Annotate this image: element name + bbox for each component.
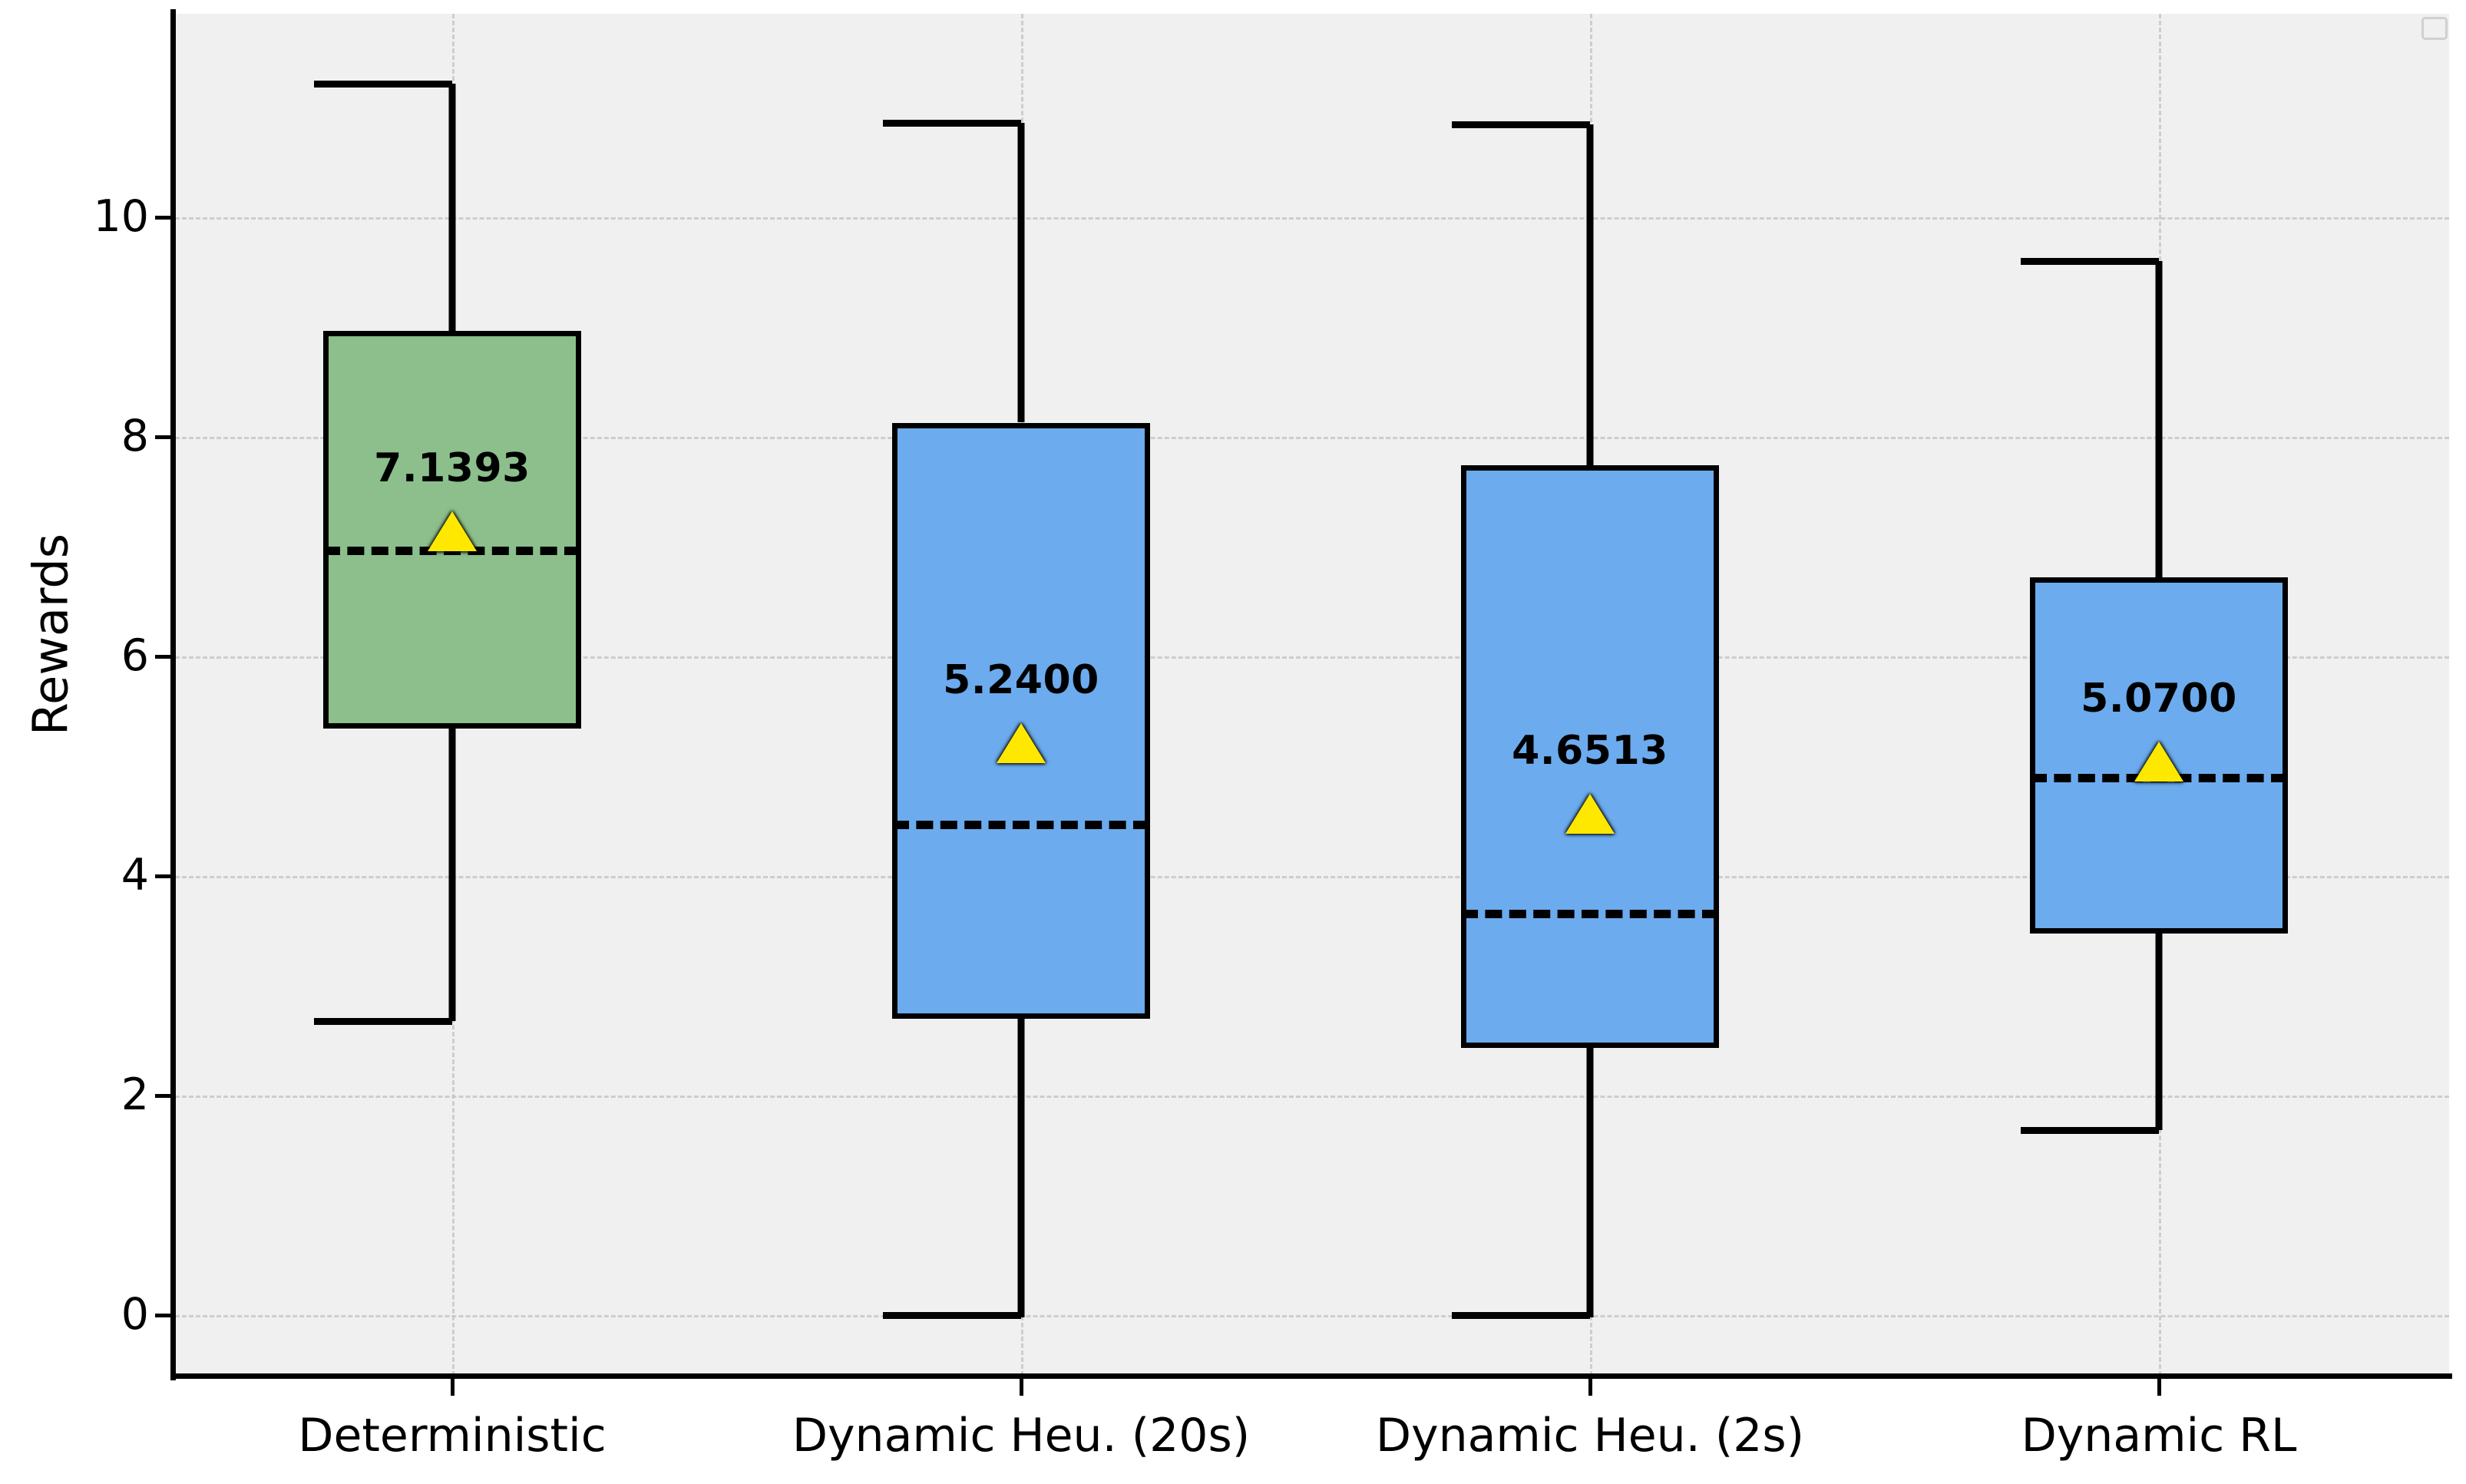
mean-label-2: 5.2400 bbox=[943, 657, 1099, 703]
whisker-lower-2 bbox=[1017, 1015, 1025, 1317]
ytick-label-6: 6 bbox=[121, 630, 149, 681]
gridline-y-0 bbox=[175, 1315, 2449, 1317]
box-dynamic-heu-2s bbox=[1461, 465, 1719, 1048]
whisker-lower-4 bbox=[2155, 929, 2163, 1130]
mean-label-3: 4.6513 bbox=[1512, 728, 1668, 774]
whisker-cap-upper-4 bbox=[2021, 258, 2159, 265]
whisker-cap-lower-1 bbox=[314, 1018, 452, 1025]
mean-marker-3 bbox=[1565, 794, 1615, 834]
ytick-mark-6 bbox=[155, 655, 172, 659]
gridline-y-2 bbox=[175, 1096, 2449, 1098]
resize-handle-icon[interactable] bbox=[2421, 17, 2448, 40]
median-line-2 bbox=[892, 821, 1150, 829]
ytick-mark-4 bbox=[155, 874, 172, 878]
whisker-cap-upper-2 bbox=[883, 120, 1021, 127]
xtick-label-dynamic-rl: Dynamic RL bbox=[2021, 1409, 2297, 1463]
xtick-label-deterministic: Deterministic bbox=[298, 1409, 607, 1463]
whisker-cap-lower-2 bbox=[883, 1312, 1021, 1319]
whisker-upper-1 bbox=[448, 84, 456, 332]
ytick-label-4: 4 bbox=[121, 850, 149, 901]
y-axis-spine bbox=[170, 9, 176, 1380]
ytick-label-10: 10 bbox=[93, 191, 149, 242]
xtick-mark-3 bbox=[1588, 1379, 1592, 1396]
xtick-label-dynamic-heu-2s: Dynamic Heu. (2s) bbox=[1375, 1409, 1805, 1463]
whisker-upper-3 bbox=[1586, 124, 1594, 468]
gridline-y-10 bbox=[175, 217, 2449, 220]
whisker-lower-3 bbox=[1586, 1044, 1594, 1317]
ytick-mark-0 bbox=[155, 1314, 172, 1317]
ytick-mark-2 bbox=[155, 1094, 172, 1098]
mean-marker-4 bbox=[2134, 742, 2183, 782]
whisker-cap-lower-4 bbox=[2021, 1127, 2159, 1134]
gridline-y-8 bbox=[175, 437, 2449, 439]
mean-label-4: 5.0700 bbox=[2081, 676, 2237, 722]
ytick-label-2: 2 bbox=[121, 1069, 149, 1120]
mean-marker-1 bbox=[428, 511, 477, 551]
ytick-label-8: 8 bbox=[121, 411, 149, 461]
xtick-mark-4 bbox=[2157, 1379, 2161, 1396]
xtick-mark-2 bbox=[1020, 1379, 1023, 1396]
x-axis-spine bbox=[170, 1373, 2452, 1379]
y-axis-title: Rewards bbox=[22, 533, 79, 736]
ytick-mark-8 bbox=[155, 435, 172, 439]
gridline-y-4 bbox=[175, 876, 2449, 878]
xtick-label-dynamic-heu-20s: Dynamic Heu. (20s) bbox=[792, 1409, 1251, 1463]
mean-marker-2 bbox=[997, 723, 1046, 763]
gridline-y-6 bbox=[175, 656, 2449, 659]
whisker-upper-4 bbox=[2155, 261, 2163, 582]
whisker-cap-upper-1 bbox=[314, 81, 452, 88]
xtick-mark-1 bbox=[451, 1379, 455, 1396]
median-line-3 bbox=[1461, 910, 1719, 918]
ytick-label-0: 0 bbox=[121, 1289, 149, 1340]
box-dynamic-heu-20s bbox=[892, 423, 1150, 1019]
whisker-cap-lower-3 bbox=[1452, 1312, 1590, 1319]
mean-label-1: 7.1393 bbox=[374, 445, 531, 491]
whisker-lower-1 bbox=[448, 725, 456, 1021]
whisker-upper-2 bbox=[1017, 123, 1025, 422]
whisker-cap-upper-3 bbox=[1452, 121, 1590, 128]
ytick-mark-10 bbox=[155, 216, 172, 220]
